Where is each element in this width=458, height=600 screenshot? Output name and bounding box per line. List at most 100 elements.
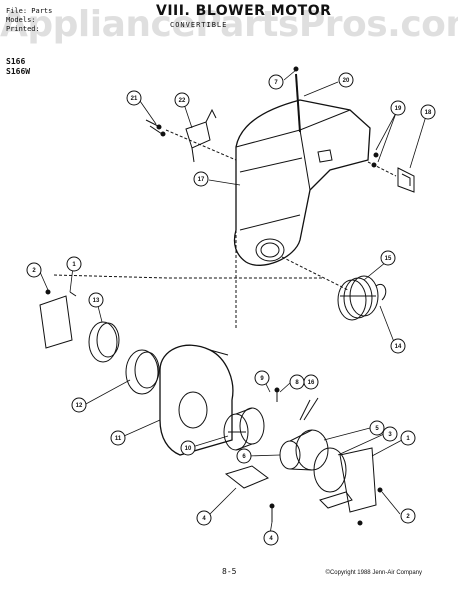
callout-circle <box>369 420 385 436</box>
blower-wheel <box>337 275 387 321</box>
callout-16: 16 <box>303 374 319 390</box>
callout-22: 22 <box>174 92 190 108</box>
callout-circle <box>126 90 142 106</box>
motor-bracket <box>339 447 377 513</box>
seal-ring <box>88 321 120 363</box>
page-title: VIII. BLOWER MOTOR <box>156 3 332 19</box>
callout-label: 2 <box>406 514 410 520</box>
callout-circle <box>382 426 398 442</box>
callout-label: 16 <box>308 380 315 386</box>
bracket <box>185 108 217 163</box>
callout-circle <box>268 74 284 90</box>
callout-label: 17 <box>198 177 205 183</box>
scroll-housing <box>159 344 234 456</box>
callout-label: 22 <box>179 98 186 104</box>
callout-9: 9 <box>254 370 270 386</box>
callout-1: 1 <box>66 256 82 272</box>
callout-circle <box>303 374 319 390</box>
callout-label: 8 <box>295 380 299 386</box>
callout-label: 4 <box>269 536 273 542</box>
callout-circle <box>338 72 354 88</box>
callout-label: 18 <box>425 110 432 116</box>
callout-21: 21 <box>126 90 142 106</box>
callout-18: 18 <box>420 104 436 120</box>
callout-circle <box>196 510 212 526</box>
callout-label: 4 <box>202 516 206 522</box>
callout-2: 2 <box>400 508 416 524</box>
file-info: File: Parts Models: Printed: <box>6 7 52 34</box>
callout-circle <box>254 370 270 386</box>
callout-circle <box>400 508 416 524</box>
callout-label: 1 <box>406 436 410 442</box>
callout-8: 8 <box>289 374 305 390</box>
callout-label: 19 <box>395 106 402 112</box>
callout-circle <box>400 430 416 446</box>
mounting-plate <box>39 291 77 349</box>
model-number: S166 <box>6 57 26 66</box>
callout-label: 5 <box>375 426 379 432</box>
callout-label: 11 <box>115 436 122 442</box>
callout-label: 9 <box>260 376 264 382</box>
callout-label: 2 <box>32 268 36 274</box>
callout-circle <box>390 338 406 354</box>
screw-icon <box>145 119 237 161</box>
callout-13: 13 <box>88 292 104 308</box>
callout-label: 15 <box>385 256 392 262</box>
callout-circle <box>71 397 87 413</box>
callout-circle <box>380 250 396 266</box>
motor-mount <box>313 447 353 509</box>
screw-icon <box>45 289 383 526</box>
callout-15: 15 <box>380 250 396 266</box>
callout-label: 12 <box>76 403 83 409</box>
callout-label: 20 <box>343 78 350 84</box>
callout-4: 4 <box>263 530 279 546</box>
mounting-rod <box>293 66 301 133</box>
callout-17: 17 <box>193 171 209 187</box>
callout-circle <box>390 100 406 116</box>
callout-circle <box>26 262 42 278</box>
motor <box>279 397 329 471</box>
callout-circle <box>88 292 104 308</box>
clip <box>397 167 415 193</box>
model-number: S166W <box>6 67 31 76</box>
callout-circle <box>174 92 190 108</box>
callout-20: 20 <box>338 72 354 88</box>
callout-2: 2 <box>26 262 42 278</box>
base-plate <box>224 465 269 489</box>
callout-label: 1 <box>72 262 76 268</box>
callout-circle <box>263 530 279 546</box>
screw-icon <box>367 152 397 177</box>
models-label: Models: <box>6 16 36 24</box>
callout-11: 11 <box>110 430 126 446</box>
page-number: 8-5 <box>222 567 237 576</box>
callout-10: 10 <box>180 440 196 456</box>
callout-3: 3 <box>382 426 398 442</box>
callout-6: 6 <box>236 448 252 464</box>
callout-label: 10 <box>185 446 192 452</box>
callout-label: 7 <box>274 80 278 86</box>
callout-label: 21 <box>131 96 138 102</box>
duct-housing <box>233 99 371 291</box>
callout-circle <box>193 171 209 187</box>
copyright-notice: ©Copyright 1988 Jenn-Air Company <box>325 570 422 576</box>
callout-label: 13 <box>93 298 100 304</box>
callout-circle <box>420 104 436 120</box>
callout-7: 7 <box>268 74 284 90</box>
callout-1: 1 <box>400 430 416 446</box>
callout-label: 14 <box>395 344 402 350</box>
callout-circle <box>66 256 82 272</box>
page-subtitle: CONVERTIBLE <box>170 21 228 29</box>
blower-wheel-small <box>223 407 265 451</box>
gasket <box>125 349 160 395</box>
callout-14: 14 <box>390 338 406 354</box>
printed-label: Printed: <box>6 25 40 33</box>
callout-label: 6 <box>242 454 246 460</box>
callout-label: 3 <box>388 432 392 438</box>
callout-circle <box>180 440 196 456</box>
callout-4: 4 <box>196 510 212 526</box>
callout-5: 5 <box>369 420 385 436</box>
callout-circle <box>236 448 252 464</box>
callout-circle <box>110 430 126 446</box>
